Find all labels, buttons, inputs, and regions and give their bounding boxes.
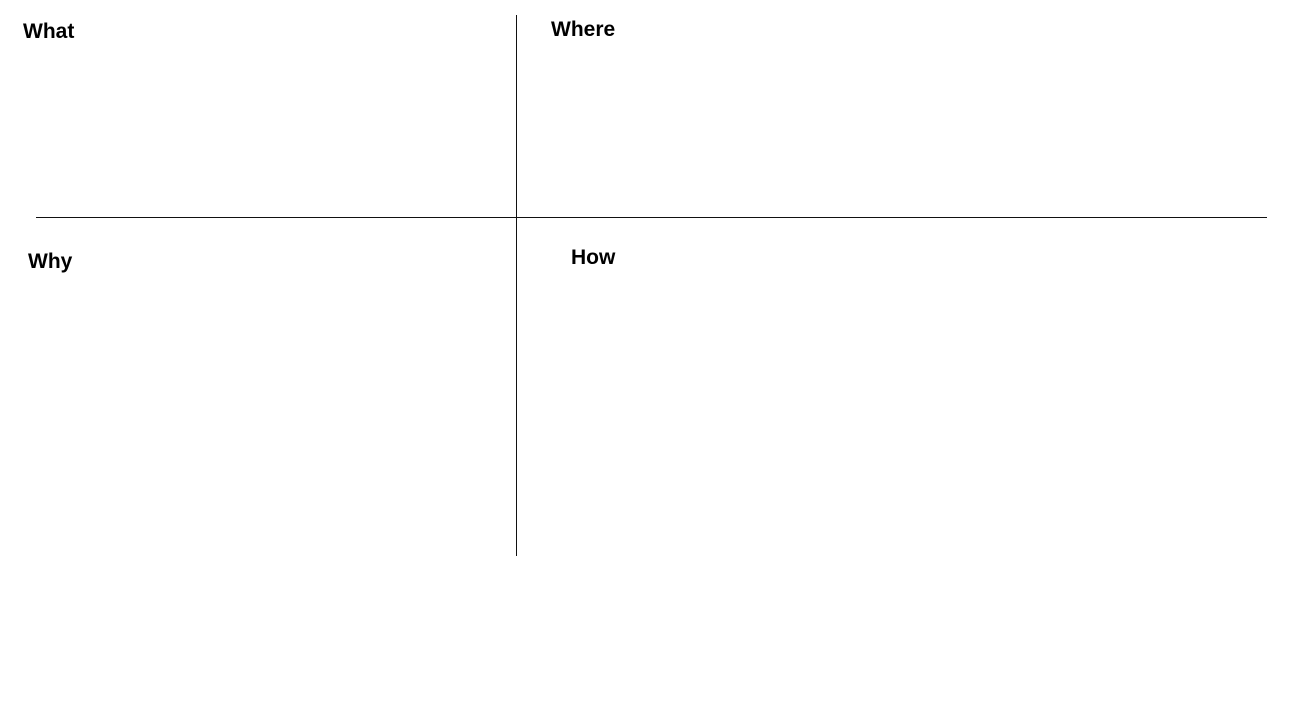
vertical-divider [516,15,517,556]
quadrant-label-how: How [571,246,616,269]
horizontal-divider [36,217,1267,218]
quadrant-label-why: Why [28,250,73,273]
quadrant-label-what: What [23,20,75,43]
quadrant-label-where: Where [551,18,616,41]
